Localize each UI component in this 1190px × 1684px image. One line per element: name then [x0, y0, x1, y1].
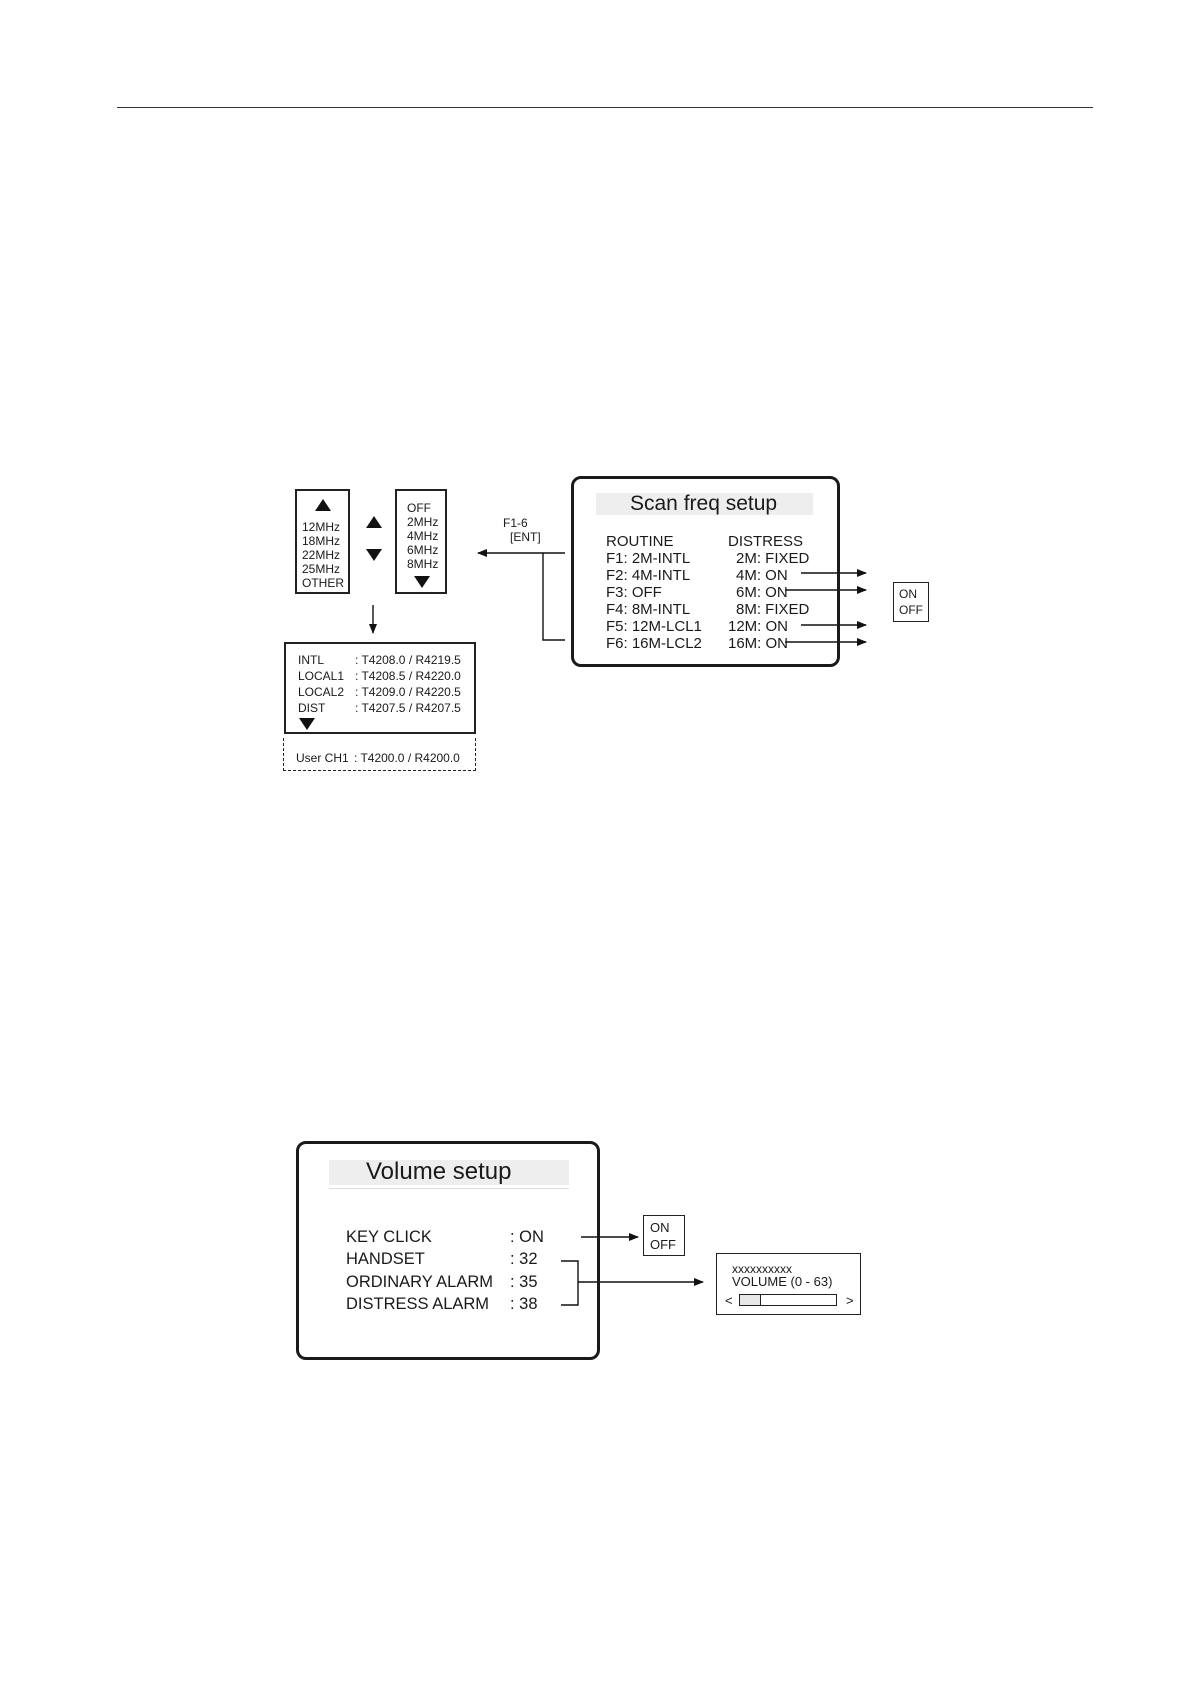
frequency-list-lower[interactable]: OFF 2MHz 4MHz 6MHz 8MHz: [395, 489, 447, 594]
frequency-option[interactable]: 22MHz: [302, 548, 341, 562]
screen-title: Volume setup: [366, 1158, 512, 1185]
frequency-option[interactable]: 4MHz: [407, 529, 439, 543]
on-option[interactable]: ON: [899, 587, 917, 601]
distress-item[interactable]: 2M: FIXED: [736, 550, 810, 567]
channel-value[interactable]: : T4208.0 / R4219.5: [355, 653, 461, 667]
setting-value[interactable]: : 38: [510, 1295, 538, 1313]
title-band: [329, 1160, 569, 1185]
off-option[interactable]: OFF: [899, 603, 923, 617]
setting-label[interactable]: KEY CLICK: [346, 1228, 432, 1246]
distress-item[interactable]: 4M: ON: [736, 567, 788, 584]
channel-name[interactable]: DIST: [298, 701, 326, 715]
frequency-option[interactable]: 2MHz: [407, 515, 439, 529]
distress-header: DISTRESS: [728, 533, 804, 550]
distress-item[interactable]: 8M: FIXED: [736, 601, 810, 618]
volume-range-label: VOLUME (0 - 63): [732, 1274, 833, 1289]
scroll-up-icon[interactable]: [315, 499, 331, 511]
channel-value[interactable]: : T4208.5 / R4220.0: [355, 669, 461, 683]
key-label: [ENT]: [510, 530, 541, 544]
setting-label[interactable]: ORDINARY ALARM: [346, 1273, 494, 1291]
channel-list[interactable]: INTL : T4208.0 / R4219.5 LOCAL1 : T4208.…: [284, 642, 476, 734]
user-channel-row[interactable]: User CH1 : T4200.0 / R4200.0: [283, 738, 476, 771]
setting-value[interactable]: : ON: [510, 1228, 544, 1246]
increase-button[interactable]: >: [846, 1293, 854, 1308]
volume-slider-fill[interactable]: [740, 1295, 762, 1305]
channel-name[interactable]: LOCAL1: [298, 669, 345, 683]
setting-label[interactable]: HANDSET: [346, 1250, 425, 1268]
routine-header: ROUTINE: [606, 533, 674, 550]
distress-item[interactable]: 12M: ON: [728, 618, 789, 635]
frequency-option[interactable]: 18MHz: [302, 534, 341, 548]
on-option[interactable]: ON: [650, 1220, 670, 1235]
channel-name[interactable]: LOCAL2: [298, 685, 345, 699]
setting-label[interactable]: DISTRESS ALARM: [346, 1295, 490, 1313]
scroll-down-icon[interactable]: [414, 576, 430, 588]
popup-item-name: xxxxxxxxxx: [732, 1262, 792, 1276]
distress-item[interactable]: 16M: ON: [728, 635, 789, 652]
on-off-selector[interactable]: ON OFF: [893, 582, 929, 622]
volume-setup-screen: Volume setup KEY CLICK : ON HANDSET : 32…: [296, 1141, 600, 1360]
setting-value[interactable]: : 35: [510, 1273, 538, 1291]
frequency-option[interactable]: 8MHz: [407, 557, 439, 571]
screen-title: Scan freq setup: [630, 492, 778, 515]
frequency-option[interactable]: OFF: [407, 501, 431, 515]
channel-value[interactable]: : T4209.0 / R4220.5: [355, 685, 461, 699]
routine-item[interactable]: F3: OFF: [606, 584, 662, 601]
frequency-list-upper[interactable]: 12MHz 18MHz 22MHz 25MHz OTHER: [295, 489, 350, 594]
setting-value[interactable]: : 32: [510, 1250, 538, 1268]
frequency-option[interactable]: 6MHz: [407, 543, 439, 557]
channel-value[interactable]: : T4200.0 / R4200.0: [354, 751, 460, 765]
routine-item[interactable]: F6: 16M-LCL2: [606, 635, 702, 652]
title-band: [596, 493, 813, 515]
channel-name[interactable]: INTL: [298, 653, 325, 667]
channel-name[interactable]: User CH1: [296, 751, 349, 765]
routine-item[interactable]: F5: 12M-LCL1: [606, 618, 702, 635]
routine-item[interactable]: F2: 4M-INTL: [606, 567, 691, 584]
title-underline: [329, 1188, 569, 1189]
decrease-button[interactable]: <: [725, 1293, 733, 1308]
frequency-option[interactable]: 12MHz: [302, 520, 341, 534]
key-label: F1-6: [503, 516, 528, 530]
up-arrow-icon: [366, 516, 382, 528]
down-arrow-icon: [366, 549, 382, 561]
channel-value[interactable]: : T4207.5 / R4207.5: [355, 701, 461, 715]
volume-popup: xxxxxxxxxx VOLUME (0 - 63) < >: [716, 1253, 861, 1315]
routine-item[interactable]: F1: 2M-INTL: [606, 550, 691, 567]
frequency-option[interactable]: 25MHz: [302, 562, 341, 576]
frequency-option[interactable]: OTHER: [302, 576, 344, 590]
page-top-rule: [117, 107, 1093, 108]
routine-item[interactable]: F4: 8M-INTL: [606, 601, 691, 618]
distress-item[interactable]: 6M: ON: [736, 584, 788, 601]
scroll-down-icon[interactable]: [299, 718, 315, 730]
scan-freq-setup-screen: Scan freq setup ROUTINE DISTRESS F1: 2M-…: [571, 476, 840, 667]
off-option[interactable]: OFF: [650, 1237, 676, 1252]
volume-slider[interactable]: [739, 1294, 837, 1306]
on-off-selector[interactable]: ON OFF: [643, 1215, 685, 1256]
